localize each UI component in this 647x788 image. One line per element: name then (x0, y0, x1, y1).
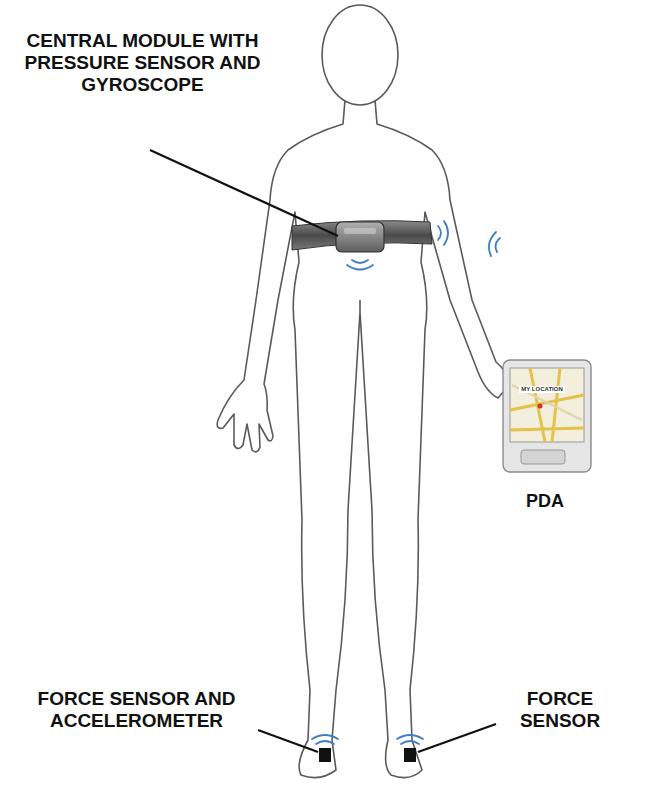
device-label: PDA (505, 490, 585, 512)
callout-label: FORCE SENSOR AND ACCELEROMETER (14, 688, 259, 732)
pda-device (503, 360, 591, 472)
map-label: MY LOCATION (519, 386, 565, 393)
wireless-signal (312, 221, 500, 744)
leader-line (150, 150, 496, 752)
head-outline (322, 5, 398, 105)
callout-label: FORCE SENSOR (500, 688, 620, 732)
ankle-sensor-left (319, 748, 331, 762)
callout-label: CENTRAL MODULE WITH PRESSURE SENSOR AND … (20, 30, 265, 96)
ankle-sensor-right (404, 748, 416, 762)
central-module (336, 222, 384, 252)
